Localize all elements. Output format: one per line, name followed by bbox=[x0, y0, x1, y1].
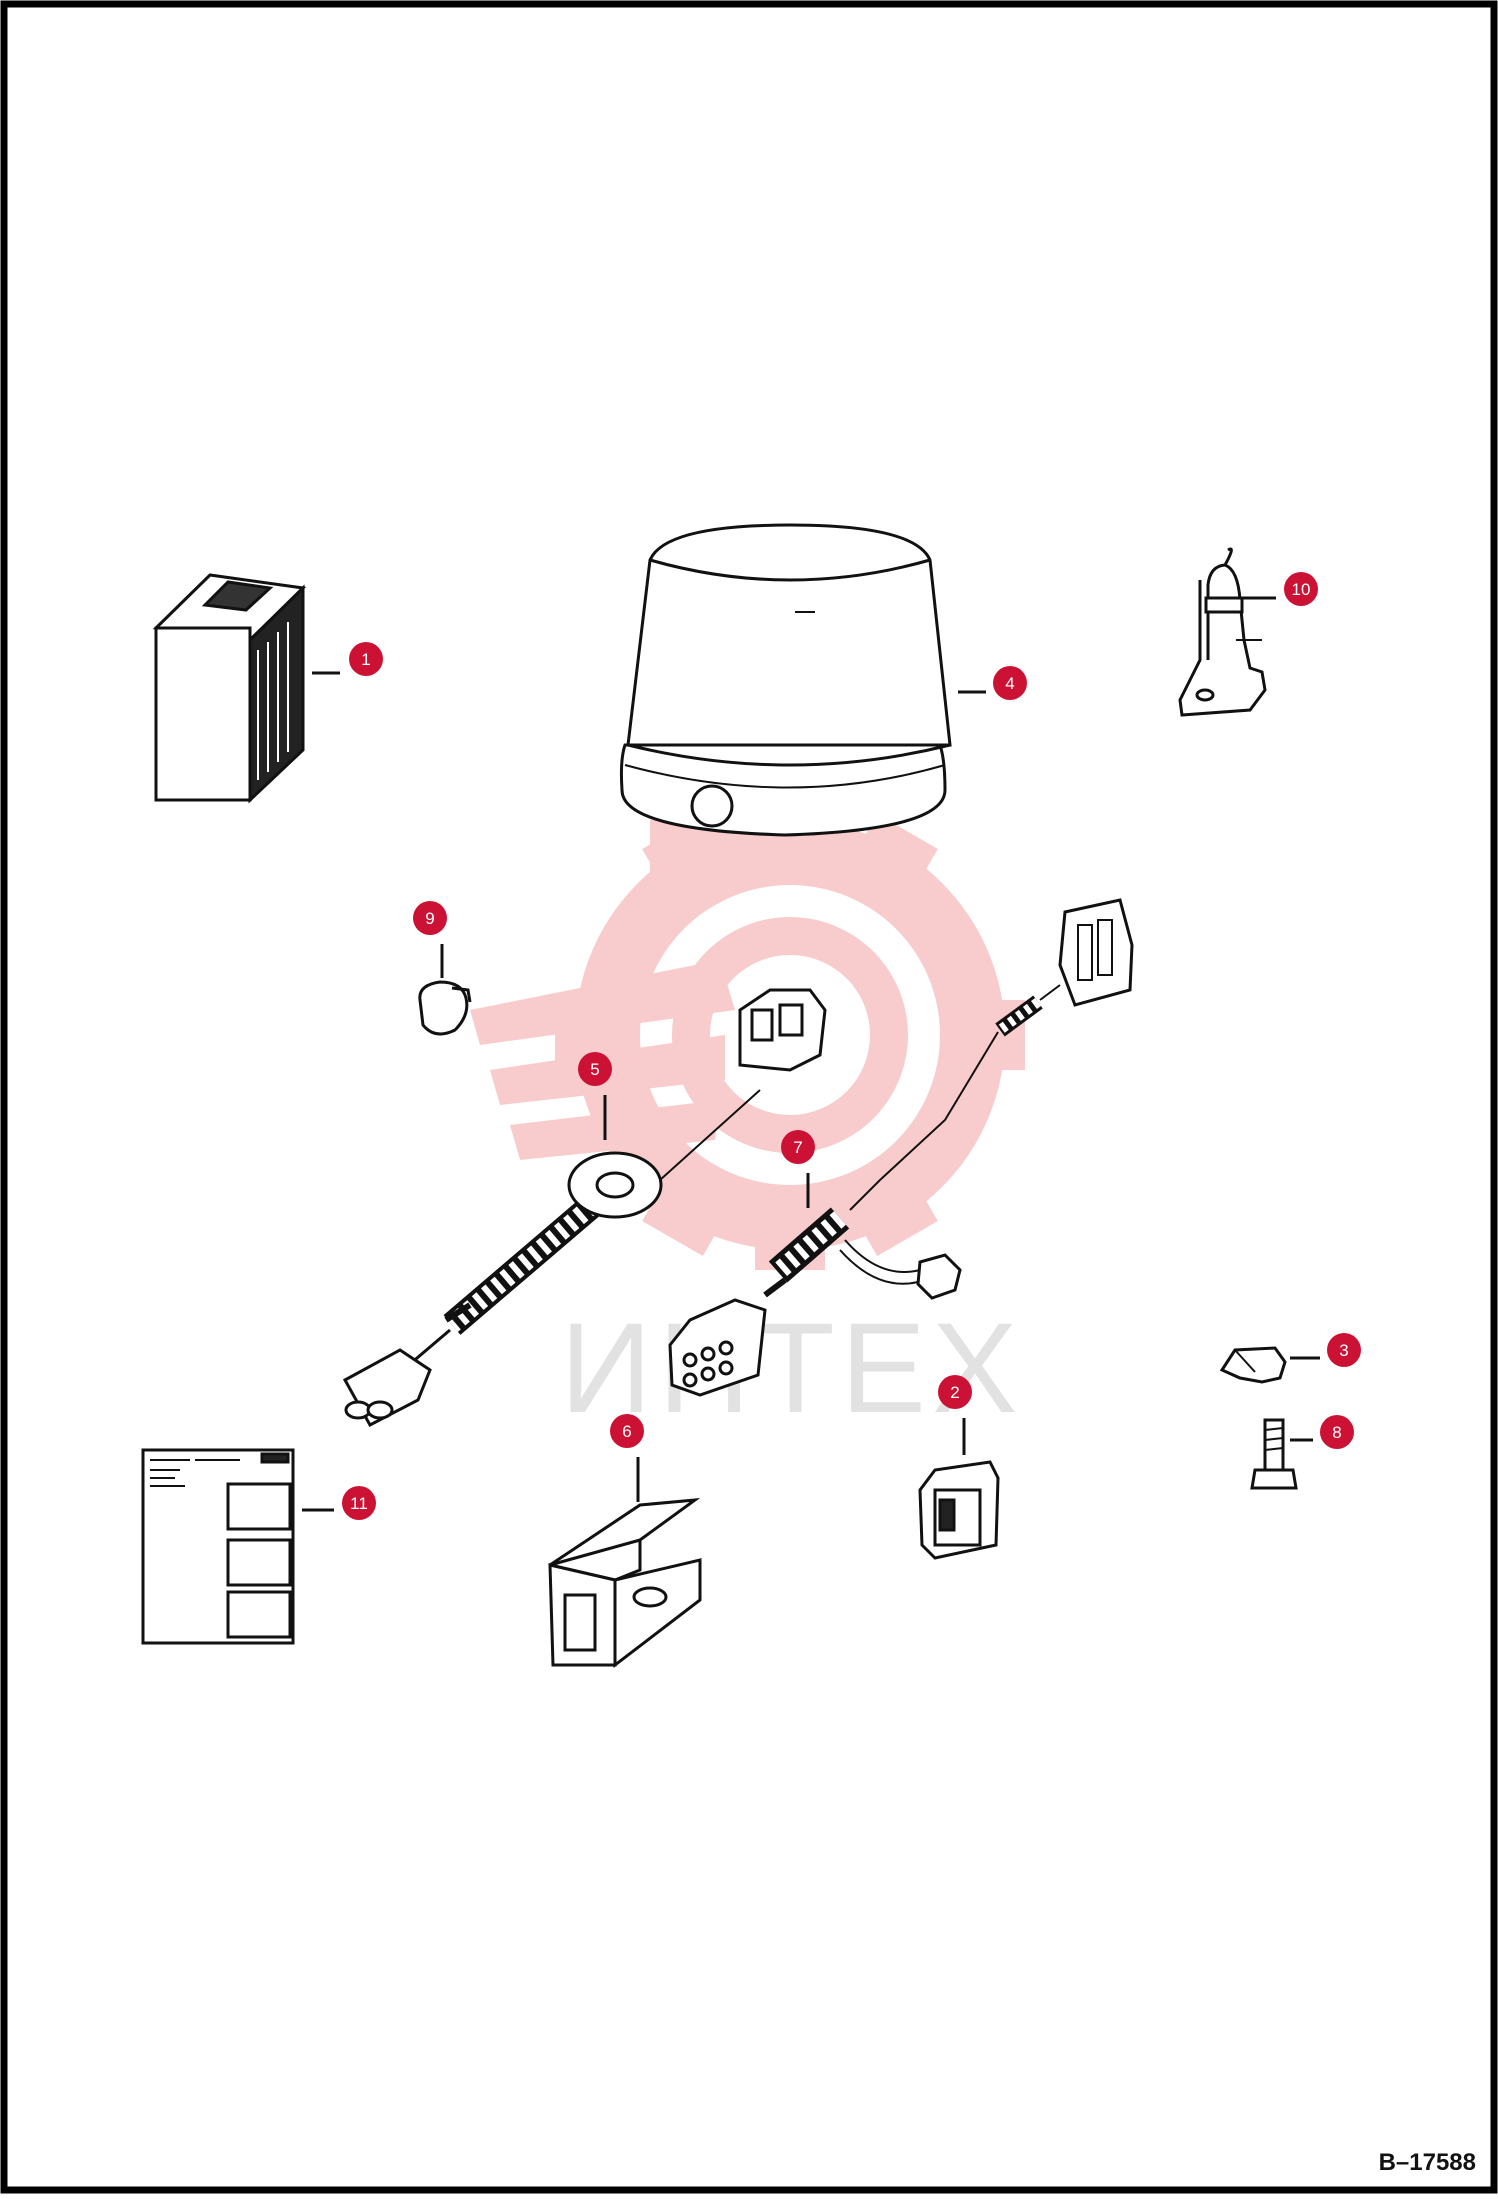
drawing-number: B–17588 bbox=[1379, 2149, 1476, 2176]
callout-10-hose-clamp[interactable]: 10 bbox=[1242, 572, 1318, 606]
callout-number: 9 bbox=[425, 909, 434, 928]
callout-8-bolt[interactable]: 8 bbox=[1290, 1415, 1354, 1449]
watermark-text: ИНТЕХ bbox=[560, 1297, 1023, 1440]
callout-number: 6 bbox=[622, 1422, 631, 1441]
callout-badge[interactable] bbox=[349, 642, 383, 676]
callout-badge[interactable] bbox=[1327, 1333, 1361, 1367]
callout-1-battery-box[interactable]: 1 bbox=[312, 642, 383, 676]
callout-number: 11 bbox=[350, 1494, 368, 1513]
callout-number: 4 bbox=[1005, 674, 1014, 693]
mounting-bracket-drawing bbox=[548, 1498, 702, 1669]
callout-11-instruction-sheet[interactable]: 11 bbox=[302, 1486, 376, 1520]
callout-5-harness-with-grommet[interactable]: 5 bbox=[578, 1052, 612, 1140]
callout-badge[interactable] bbox=[1284, 572, 1318, 606]
callout-7-switch-harness[interactable]: 7 bbox=[781, 1130, 815, 1208]
callout-number: 2 bbox=[950, 1383, 959, 1402]
callout-9-plug[interactable]: 9 bbox=[413, 901, 447, 978]
callout-number: 10 bbox=[1292, 580, 1311, 599]
callout-badge[interactable] bbox=[578, 1052, 612, 1086]
callout-number: 7 bbox=[793, 1138, 802, 1157]
callout-6-mounting-bracket[interactable]: 6 bbox=[610, 1414, 644, 1502]
callout-badge[interactable] bbox=[1320, 1415, 1354, 1449]
callout-number: 1 bbox=[361, 650, 370, 669]
callout-3-clip-nut[interactable]: 3 bbox=[1290, 1333, 1361, 1367]
instruction-sheet-drawing bbox=[141, 1448, 295, 1645]
hose-clamp-drawing bbox=[1178, 547, 1267, 717]
callout-number: 3 bbox=[1339, 1341, 1348, 1360]
beacon-light-drawing bbox=[619, 523, 952, 837]
clip-nut-drawing bbox=[1219, 1346, 1287, 1384]
harness-with-grommet-drawing bbox=[342, 988, 827, 1428]
callout-badge[interactable] bbox=[993, 666, 1027, 700]
switch-harness-drawing bbox=[668, 898, 1134, 1397]
bolt-drawing bbox=[1250, 1418, 1298, 1490]
callout-2-rocker-switch[interactable]: 2 bbox=[938, 1375, 972, 1455]
callout-number: 8 bbox=[1332, 1423, 1341, 1442]
callout-4-beacon-light[interactable]: 4 bbox=[958, 666, 1027, 700]
plug-drawing bbox=[418, 980, 472, 1036]
callout-badge[interactable] bbox=[781, 1130, 815, 1164]
callout-layer: 1 2 3 4 5 6 7 8 9 10 11 bbox=[302, 572, 1361, 1520]
callout-badge[interactable] bbox=[413, 901, 447, 935]
callout-badge[interactable] bbox=[342, 1486, 376, 1520]
callout-number: 5 bbox=[590, 1060, 599, 1079]
callout-badge[interactable] bbox=[610, 1414, 644, 1448]
rocker-switch-drawing bbox=[918, 1460, 1000, 1560]
battery-box-drawing bbox=[152, 573, 307, 804]
callout-badge[interactable] bbox=[938, 1375, 972, 1409]
